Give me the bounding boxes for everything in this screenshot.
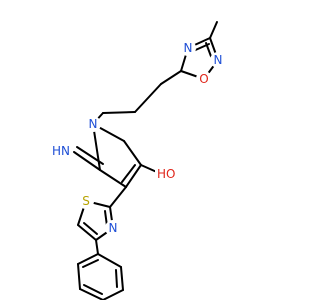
bond-imine-inner	[76, 146, 104, 165]
atom-oxadiazole-n-top-label: N	[184, 41, 193, 55]
bond-th-phenyl	[95, 239, 99, 255]
atom-imine: HN	[48, 142, 72, 158]
bond-ring-c4-c3	[125, 164, 142, 188]
bond-ph-3	[102, 289, 124, 300]
atom-pyrroline-n-label: N	[89, 117, 98, 131]
atom-oxadiazole-o: O	[196, 71, 212, 87]
molecule-svg: N O N N HN HO S N	[48, 21, 226, 300]
atom-label-layer: N O N N HN HO S N	[48, 40, 226, 236]
atom-thiazole-n-label: N	[109, 221, 118, 235]
atom-thiazole-s-label: S	[82, 194, 90, 208]
atom-thiazole-s: S	[78, 193, 94, 209]
atom-thiazole-n: N	[105, 220, 121, 236]
atom-oxadiazole-n-top: N	[180, 40, 196, 56]
atom-hydroxyl-label: HO	[157, 167, 175, 181]
bond-methyl	[209, 21, 218, 39]
bond-ph-6	[77, 253, 99, 265]
atom-oxadiazole-n-bottom: N	[210, 52, 226, 68]
bond-chain-3	[102, 111, 136, 114]
bond-ph-5	[77, 263, 81, 290]
bond-chain-1	[160, 70, 182, 85]
bond-ph-4-inner	[83, 284, 103, 295]
bond-ph-4	[79, 288, 104, 300]
bond-ph-6-inner	[82, 259, 99, 268]
atom-oxadiazole-o-label: O	[199, 72, 208, 86]
atom-pyrroline-n: N	[85, 116, 101, 132]
bond-ph-2	[120, 266, 124, 291]
bond-chain-2	[134, 83, 162, 113]
bond-ring-c5-c4	[123, 140, 142, 166]
bond-ring-link	[109, 186, 127, 208]
bond-th-c5-c4	[77, 224, 97, 241]
bond-imine-outer	[73, 151, 101, 171]
atom-oxadiazole-n-bottom-label: N	[214, 53, 223, 67]
bond-ring-c3-c2	[99, 169, 127, 188]
bond-ph-1	[97, 253, 122, 268]
bond-ph-2-inner	[115, 269, 118, 288]
bond-ring-c4-c3-inner	[121, 164, 136, 183]
atom-imine-label: HN	[52, 144, 70, 158]
bond-th-c5-c4-inner	[83, 222, 98, 235]
bond-layer	[73, 21, 219, 300]
atom-hydroxyl: HO	[155, 165, 179, 181]
molecule-structure-diagram: N O N N HN HO S N	[48, 21, 226, 300]
